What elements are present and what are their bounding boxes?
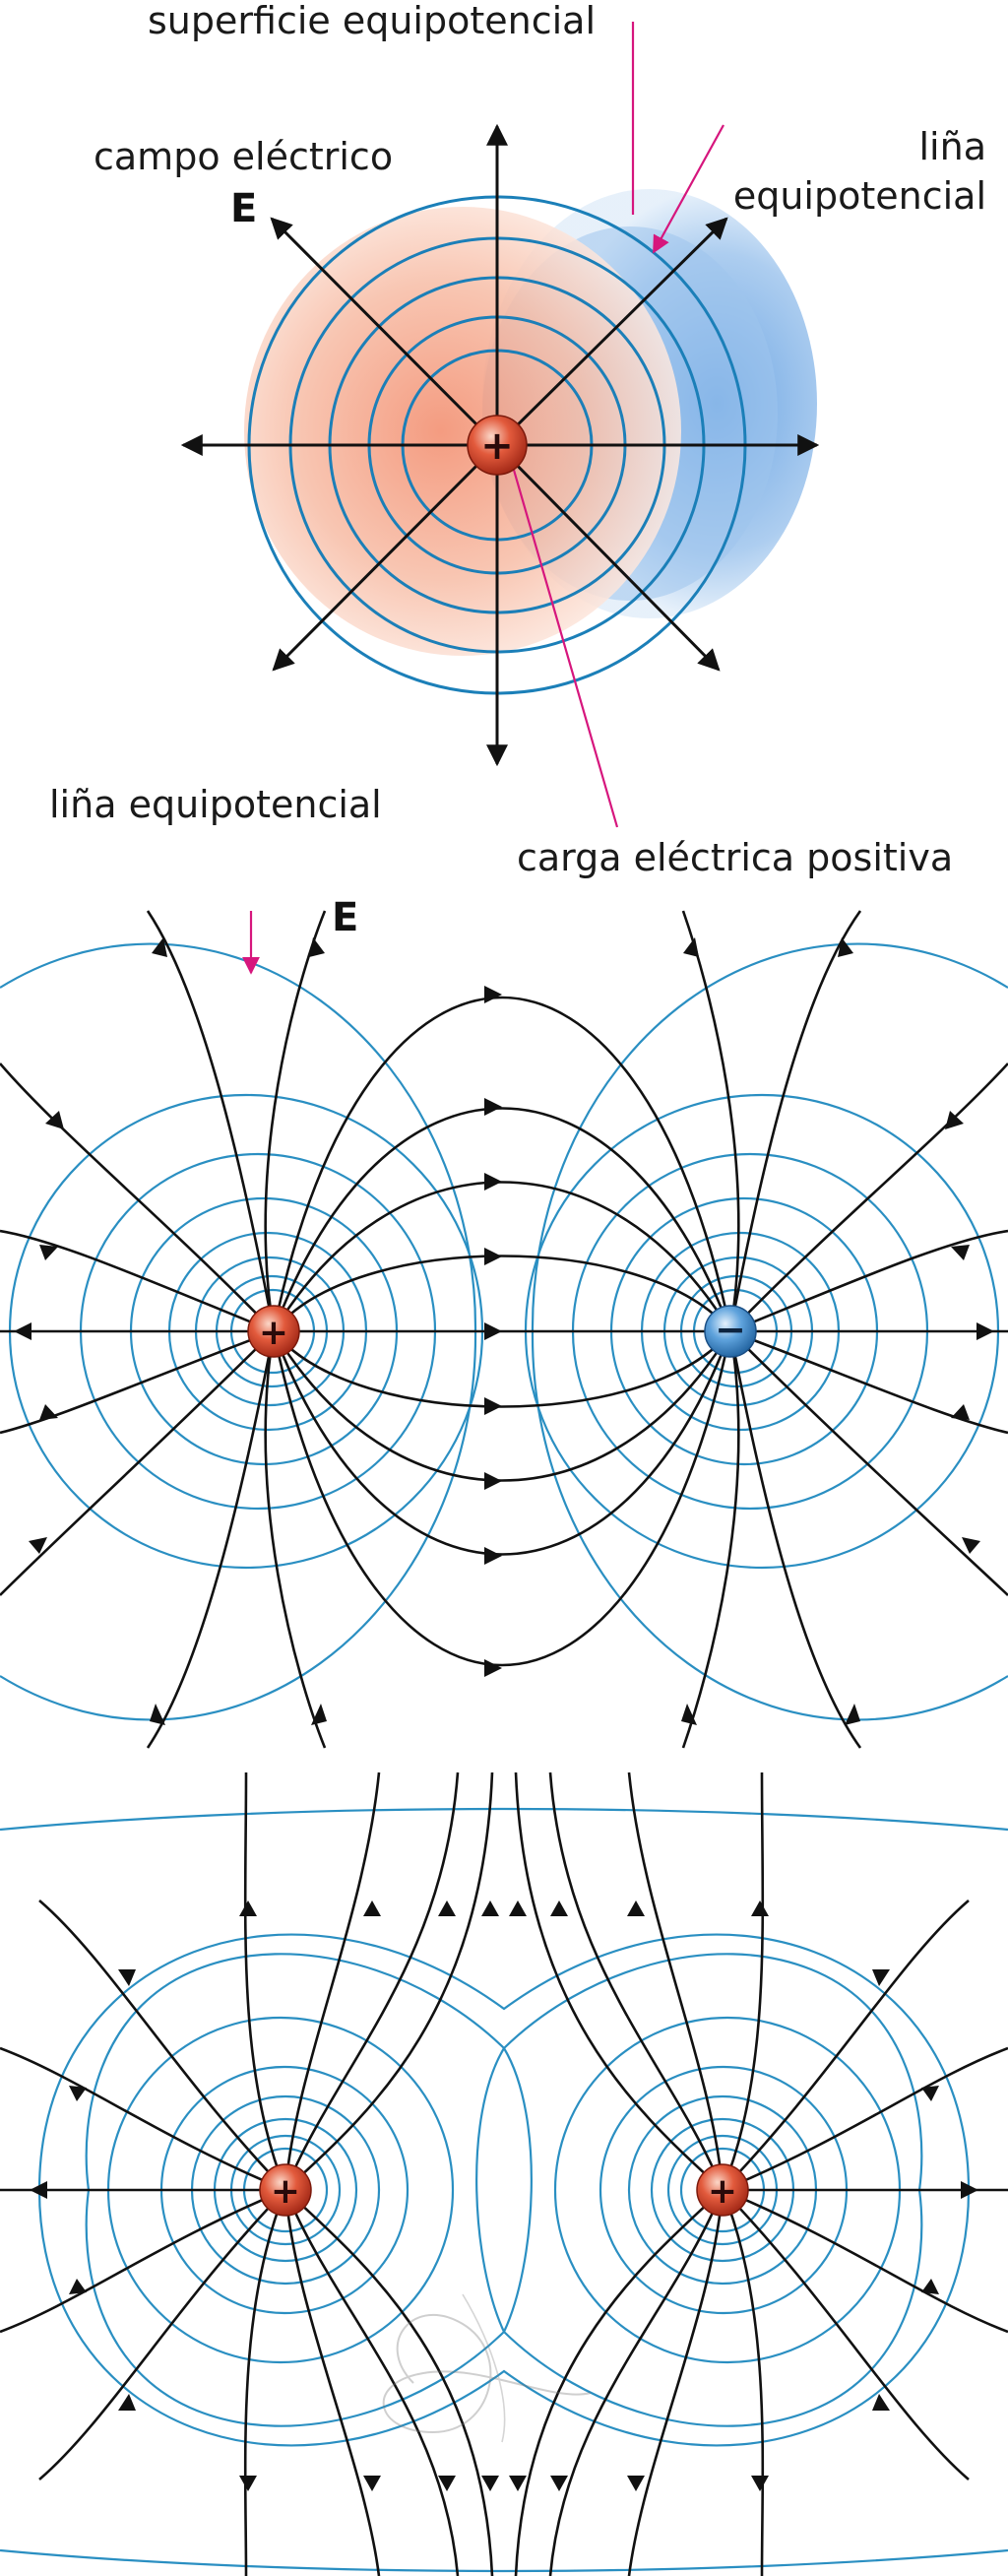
label-equipotential-line-2: equipotencial [733,174,986,218]
positive-charge-left: + [259,2163,312,2217]
positive-charge: + [467,415,528,476]
charge-sign: − [715,1308,746,1351]
like-charges-arrowheads [30,1900,978,2491]
single-charge-panel: + superficie equipotencial campo eléctri… [94,0,986,879]
negative-charge: − [704,1305,757,1358]
watermark-flourish [382,2293,592,2443]
charge-sign: + [259,1313,288,1353]
repulsive-field-lines [0,1771,1008,2576]
dipole-field-lines [0,910,1008,1749]
label-field-symbol: E [230,186,257,231]
label-positive-charge: carga eléctrica positiva [517,836,953,879]
dipole-panel: + − liña equipotencial E [0,783,1008,1749]
label-electric-field: campo eléctrico [94,135,393,178]
electric-field-lines [180,123,820,767]
pointer-lines [507,22,724,828]
positive-charge-right: + [696,2163,749,2217]
charge-sign: + [271,2171,300,2212]
dipole-arrowheads [14,937,994,1725]
charge-sign: + [480,423,514,469]
label-equipotential-line-1: liña [919,125,987,168]
label-equipotential-surface: superficie equipotencial [148,0,596,42]
positive-charge: + [247,1305,300,1358]
like-charges-panel: + + [0,1771,1008,2576]
charge-sign: + [708,2171,737,2212]
label-equipotential-line: liña equipotencial [49,783,382,826]
label-field-symbol: E [332,895,358,940]
